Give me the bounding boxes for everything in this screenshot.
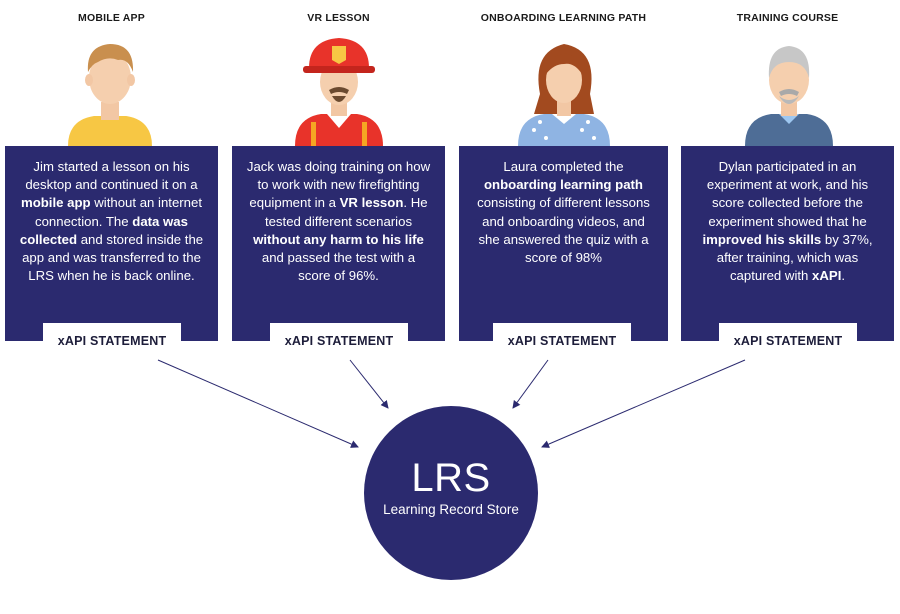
xapi-statement-label-onboarding: xAPI STATEMENT — [493, 323, 631, 359]
card-text: Dylan participated in an experiment at w… — [706, 159, 869, 229]
xapi-statement-label-mobile: xAPI STATEMENT — [43, 323, 181, 359]
card-text-bold: data was collected — [19, 213, 188, 247]
arrow-training-to-lrs — [541, 359, 746, 448]
young-man-avatar — [68, 44, 152, 146]
column-title-training-course: TRAINING COURSE — [736, 12, 839, 24]
card-text-bold: VR lesson — [339, 195, 404, 211]
card-text: and stored inside the app and was transf… — [22, 231, 204, 284]
card-text-bold: xAPI — [812, 268, 842, 284]
lrs-circle: LRS Learning Record Store — [364, 406, 538, 580]
card-vr-lesson: Jack was doing training on how to work w… — [232, 146, 445, 341]
column-title-onboarding: ONBOARDING LEARNING PATH — [480, 12, 647, 24]
card-text: Laura completed the — [503, 159, 624, 174]
card-text: by 37%, after training, which was captur… — [716, 231, 873, 284]
card-text-bold: onboarding learning path — [484, 177, 643, 193]
card-text-bold: mobile app — [20, 195, 91, 211]
card-training-course: Dylan participated in an experiment at w… — [681, 146, 894, 341]
older-man-avatar — [745, 46, 833, 146]
arrow-vr-to-lrs — [349, 359, 389, 409]
card-text-bold: improved his skills — [702, 231, 822, 247]
woman-avatar — [518, 44, 610, 146]
card-text: . — [841, 268, 846, 284]
card-onboarding: Laura completed the onboarding learning … — [459, 146, 668, 341]
column-title-vr-lesson: VR LESSON — [307, 12, 370, 24]
card-text: and passed the test with a score of 96%. — [261, 250, 416, 284]
card-text: consisting of different lessons and onbo… — [477, 195, 650, 266]
arrow-mobile-to-lrs — [157, 359, 359, 448]
card-text: Jack was doing training on how to work w… — [246, 159, 431, 211]
lrs-title: LRS — [411, 456, 491, 500]
card-mobile-app: Jim started a lesson on his desktop and … — [5, 146, 218, 341]
arrow-onboarding-to-lrs — [512, 359, 549, 409]
card-text: without an internet connection. The — [35, 195, 203, 229]
card-text: Jim started a lesson on his desktop and … — [25, 159, 198, 193]
card-text-bold: without any harm to his life — [253, 231, 424, 247]
xapi-statement-label-training: xAPI STATEMENT — [719, 323, 857, 359]
lrs-subtitle: Learning Record Store — [383, 502, 519, 517]
firefighter-avatar — [295, 38, 383, 146]
column-title-mobile-app: MOBILE APP — [78, 12, 145, 24]
card-text: . He tested different scenarios — [264, 195, 428, 229]
xapi-statement-label-vr: xAPI STATEMENT — [270, 323, 408, 359]
